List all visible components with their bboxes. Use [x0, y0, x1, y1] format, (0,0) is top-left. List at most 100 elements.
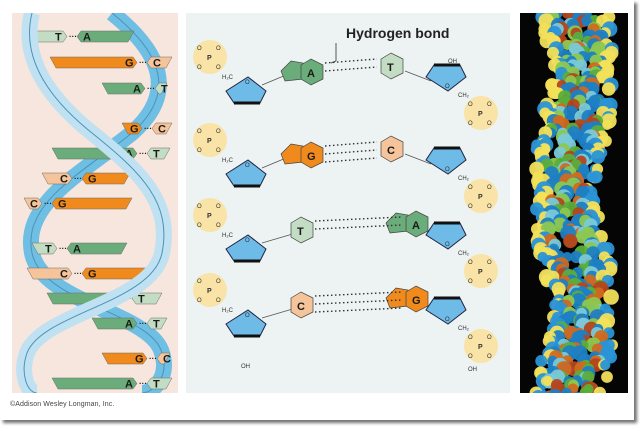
base-bar-right	[146, 56, 173, 69]
svg-text:CH₂: CH₂	[458, 93, 470, 99]
svg-text:O: O	[487, 354, 492, 360]
phosphate-group	[193, 123, 227, 157]
base-letter: A	[307, 68, 315, 80]
svg-text:H₂C: H₂C	[222, 308, 234, 314]
base-letter: T	[153, 319, 160, 331]
svg-text:O: O	[445, 242, 450, 248]
base-bar-left	[51, 377, 138, 390]
base-bar-left	[31, 242, 58, 255]
base-letter: C	[387, 145, 395, 157]
base-letter: T	[153, 379, 160, 391]
base-letter: G	[307, 151, 316, 163]
base-letter: G	[135, 354, 144, 366]
base-bar-right	[131, 292, 163, 305]
svg-text:O: O	[197, 298, 202, 304]
svg-text:···: ···	[69, 32, 77, 41]
deoxyribose-sugar	[225, 234, 267, 262]
deoxyribose-sugar	[425, 64, 467, 92]
base-letter: T	[161, 84, 168, 96]
svg-text:H₂C: H₂C	[222, 75, 234, 81]
svg-text:O: O	[468, 260, 473, 266]
base-bar-left	[23, 197, 43, 210]
base-letter: G	[412, 295, 421, 307]
svg-text:···: ···	[139, 379, 147, 388]
base-letter: C	[158, 124, 166, 136]
hydrogen-bond	[324, 141, 378, 147]
base-bar-right	[81, 267, 153, 280]
base-letter: G	[130, 124, 139, 136]
svg-text:···: ···	[139, 319, 147, 328]
hydrogen-bond	[314, 307, 403, 313]
svg-text:O: O	[487, 204, 492, 210]
base-bar-right	[146, 147, 171, 160]
base-bar-right	[81, 172, 131, 185]
base-bar-right	[51, 197, 133, 210]
phosphate-group	[193, 40, 227, 74]
svg-text:H₂C: H₂C	[222, 233, 234, 239]
base-letter: T	[138, 294, 145, 306]
svg-text:P: P	[207, 288, 212, 295]
svg-text:O: O	[216, 129, 221, 135]
svg-text:H₂C: H₂C	[222, 158, 234, 164]
base-letter: A	[133, 84, 141, 96]
base-letter: A	[73, 244, 81, 256]
deoxyribose-sugar	[425, 222, 467, 250]
ribbon-helix-illustration: T···AG···CA···TG···CA···TC···GC···GT···A…	[16, 13, 173, 393]
svg-text:O: O	[216, 46, 221, 52]
svg-text:P: P	[478, 194, 483, 201]
svg-text:CH₂: CH₂	[458, 251, 470, 257]
svg-text:CH₂: CH₂	[458, 176, 470, 182]
svg-text:OH: OH	[468, 367, 477, 373]
svg-text:O: O	[487, 260, 492, 266]
svg-text:OH: OH	[241, 364, 250, 370]
svg-text:CH₂: CH₂	[458, 326, 470, 332]
svg-text:O: O	[245, 163, 250, 169]
nitrogenous-base	[300, 141, 324, 169]
svg-text:O: O	[245, 80, 250, 86]
base-letter: C	[153, 58, 161, 70]
base-letter: C	[30, 199, 38, 211]
svg-text:···: ···	[147, 84, 155, 93]
svg-text:O: O	[197, 65, 202, 71]
base-letter: G	[58, 199, 67, 211]
svg-text:O: O	[445, 317, 450, 323]
base-bar-left	[26, 267, 73, 280]
svg-text:···: ···	[139, 149, 147, 158]
base-letter: T	[297, 226, 304, 238]
svg-text:O: O	[487, 102, 492, 108]
phosphate-group	[193, 273, 227, 307]
nitrogenous-base	[380, 135, 404, 163]
base-letter: G	[88, 269, 97, 281]
phosphate-group	[464, 254, 498, 288]
base-letter: A	[125, 319, 133, 331]
hydrogen-bond	[324, 157, 378, 163]
base-bar-right	[151, 122, 173, 135]
base-letter: C	[163, 354, 171, 366]
svg-text:O: O	[197, 204, 202, 210]
base-bar-left	[41, 172, 73, 185]
base-letter: T	[55, 32, 62, 44]
hydrogen-bond	[314, 291, 403, 297]
svg-text:P: P	[207, 213, 212, 220]
svg-text:P: P	[207, 55, 212, 62]
svg-text:O: O	[468, 354, 473, 360]
svg-text:O: O	[245, 313, 250, 319]
svg-text:O: O	[197, 46, 202, 52]
svg-text:P: P	[478, 269, 483, 276]
svg-text:O: O	[487, 121, 492, 127]
deoxyribose-sugar	[425, 297, 467, 325]
space-filling-illustration	[529, 13, 619, 393]
svg-text:···: ···	[139, 58, 147, 67]
svg-text:OH: OH	[448, 59, 457, 65]
base-bar-right	[146, 317, 168, 330]
svg-text:O: O	[216, 65, 221, 71]
base-letter: A	[412, 220, 420, 232]
svg-text:O: O	[468, 279, 473, 285]
svg-text:O: O	[216, 148, 221, 154]
nitrogenous-base	[405, 285, 429, 313]
svg-text:O: O	[197, 279, 202, 285]
base-letter: C	[60, 269, 68, 281]
svg-text:O: O	[245, 238, 250, 244]
